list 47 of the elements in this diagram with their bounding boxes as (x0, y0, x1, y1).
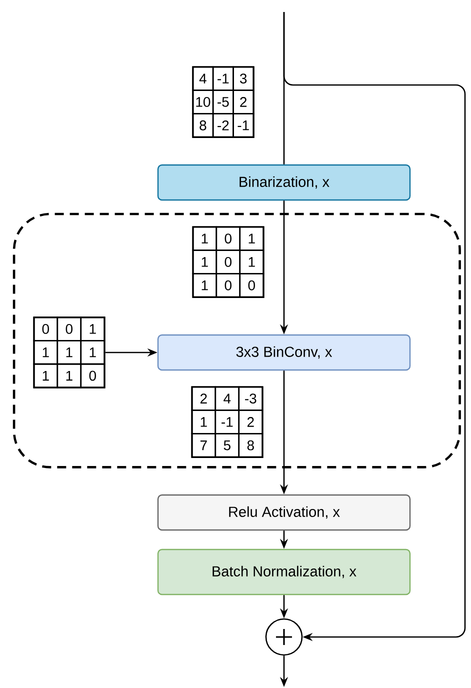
matrix-cell: 0 (56, 316, 82, 342)
matrix-cell: 8 (238, 433, 264, 458)
matrix (192, 66, 254, 138)
matrix-cell: 0 (80, 363, 106, 388)
matrix-cell: 0 (216, 226, 241, 251)
matrix-cell: 1 (80, 340, 106, 365)
matrix-cell: 0 (216, 273, 241, 298)
sum-circle (265, 618, 303, 656)
process-box: 3x3 BinConv, x (157, 334, 411, 371)
matrix-cell: -1 (232, 113, 254, 138)
matrix-cell: 1 (239, 250, 264, 274)
matrix-cell: 1 (239, 226, 264, 251)
matrix (192, 226, 264, 298)
process-box: Relu Activation, x (157, 494, 411, 531)
matrix-cell: 1 (56, 340, 82, 365)
matrix-cell: 0 (216, 250, 241, 274)
matrix-cell: 2 (232, 90, 254, 114)
matrix (33, 316, 106, 388)
matrix (191, 386, 264, 458)
matrix-cell: 4 (192, 66, 214, 91)
matrix-cell: 1 (80, 316, 106, 342)
matrix-cell: 1 (192, 226, 218, 251)
matrix-cell: 1 (56, 363, 82, 388)
process-box: Batch Normalization, x (157, 548, 411, 596)
matrix-cell: 0 (33, 316, 58, 342)
matrix-cell: 5 (214, 433, 240, 458)
matrix-cell: 1 (192, 273, 218, 298)
matrix-cell: -1 (214, 410, 240, 434)
matrix-cell: 7 (191, 433, 216, 458)
matrix-cell: 0 (239, 273, 264, 298)
matrix-cell: 1 (192, 250, 218, 274)
matrix-cell: 1 (191, 410, 216, 434)
matrix-cell: 1 (33, 363, 58, 388)
matrix-cell: -5 (212, 90, 234, 114)
matrix-cell: 8 (192, 113, 214, 138)
arrow (283, 12, 466, 642)
matrix-cell: -3 (238, 386, 264, 411)
matrix-cell: 2 (191, 386, 216, 411)
matrix-cell: 2 (238, 410, 264, 434)
dashed-group-box (12, 212, 461, 468)
matrix-cell: -2 (212, 113, 234, 138)
matrix-cell: 4 (214, 386, 240, 411)
matrix-cell: 1 (33, 340, 58, 365)
matrix-cell: 10 (192, 90, 214, 114)
matrix-cell: -1 (212, 66, 234, 91)
matrix-cell: 3 (232, 66, 254, 91)
process-box: Binarization, x (157, 164, 411, 201)
